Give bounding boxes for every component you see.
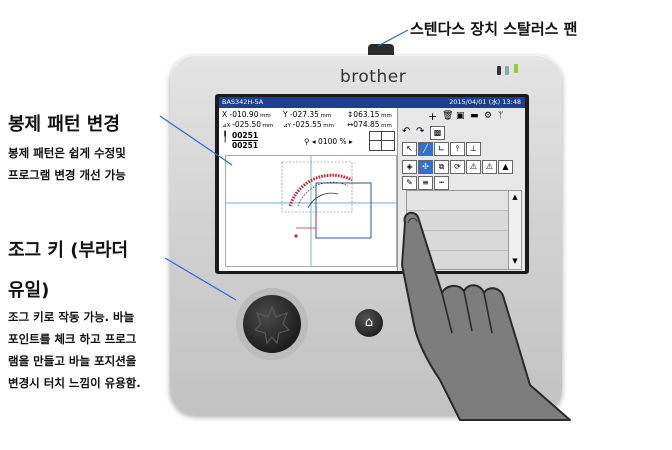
- tool-rotate-button[interactable]: ⟳: [450, 160, 465, 174]
- coord-y: Y -027.35 mm: [283, 110, 332, 119]
- home-button[interactable]: ⌂: [355, 309, 383, 337]
- tool-offset-button[interactable]: ⚠: [482, 160, 497, 174]
- needle-icon: ╿: [222, 132, 229, 143]
- stylus-callout-title: 스텐다스 장치 스탈러스 팬: [410, 20, 578, 38]
- tool-copy-button[interactable]: ⧉: [434, 160, 449, 174]
- home-icon: ⌂: [364, 315, 374, 330]
- jog-callout-desc-1: 조그 키로 작동 가능. 바늘: [8, 310, 135, 324]
- coord-dy: ⊿Y -025.55 mm: [283, 120, 334, 129]
- tool-shift-button[interactable]: ▲: [498, 160, 513, 174]
- list-item[interactable]: [407, 211, 508, 231]
- add-icon[interactable]: +: [428, 110, 438, 123]
- scale-control[interactable]: ⚲ ◂ 0100 % ▸: [304, 137, 353, 146]
- tools-icon[interactable]: ᛘ: [498, 111, 504, 121]
- image-icon[interactable]: ▩: [430, 126, 445, 140]
- tool-dash-button[interactable]: ┅: [434, 176, 449, 190]
- status-lamp: [505, 66, 509, 75]
- pattern-length: ↔074.85 mm: [347, 120, 392, 129]
- zoom-icon: ⚲: [304, 137, 310, 146]
- scrollbar[interactable]: ▲ ▼: [508, 190, 522, 270]
- jog-callout-title-2: 유일): [8, 280, 50, 301]
- pattern-callout-desc-2: 프로그램 변경 개선 가능: [8, 168, 126, 182]
- jog-callout-desc-3: 램을 만들고 바늘 포지션을: [8, 354, 137, 368]
- tool-line-button[interactable]: ╱: [418, 142, 433, 156]
- tool-mirror-button[interactable]: ⚠: [466, 160, 481, 174]
- settings-icon[interactable]: ⚙: [484, 111, 493, 121]
- redo-icon[interactable]: ↷: [416, 126, 425, 137]
- datetime: 2015/04/01 (水) 13:48: [449, 98, 521, 106]
- tool-list-button[interactable]: ≡: [418, 176, 433, 190]
- pattern-callout-desc-1: 봉제 패턴은 쉽게 수정및: [8, 146, 126, 160]
- tool-needle-button[interactable]: ⊥: [466, 142, 481, 156]
- save-icon[interactable]: ▣: [456, 111, 465, 121]
- coord-x: X -010.90 mm: [222, 110, 271, 119]
- model-name: BAS342H-5A: [222, 98, 264, 106]
- view-grid-button[interactable]: [369, 131, 395, 151]
- status-lamp: [514, 64, 518, 73]
- brand-logo: brother: [340, 67, 407, 87]
- tool-stitch-button[interactable]: ⫯: [450, 142, 465, 156]
- jog-callout-desc-2: 포인트를 체크 하고 프로그: [8, 332, 137, 346]
- screen-titlebar: BAS342H-5A 2015/04/01 (水) 13:48: [219, 97, 525, 108]
- pattern-callout-title: 봉제 패턴 변경: [8, 114, 120, 135]
- program-number[interactable]: 00251: [232, 141, 259, 150]
- pattern-canvas[interactable]: [225, 155, 397, 267]
- jog-emboss-icon: [253, 305, 291, 345]
- delete-icon[interactable]: 🗑: [442, 111, 454, 121]
- touch-screen[interactable]: BAS342H-5A 2015/04/01 (水) 13:48 X -010.9…: [219, 97, 525, 271]
- menu-icon[interactable]: ▬: [470, 111, 479, 121]
- jog-callout-title: 조그 키 (부라더: [8, 240, 129, 261]
- tool-erase-button[interactable]: ◈: [402, 160, 417, 174]
- tool-edit-button[interactable]: ✎: [402, 176, 417, 190]
- scroll-up-icon[interactable]: ▲: [512, 193, 518, 201]
- jog-callout-desc-4: 변경시 터치 느낌이 유용함.: [8, 376, 141, 390]
- tool-move-button[interactable]: ✣: [418, 160, 433, 174]
- scroll-down-icon[interactable]: ▼: [512, 257, 518, 265]
- coord-dx: ⊿X -025.50 mm: [222, 120, 274, 129]
- pattern-width: ↕063.15 mm: [347, 110, 392, 119]
- tool-corner-button[interactable]: ∟: [434, 142, 449, 156]
- list-item[interactable]: [407, 231, 508, 251]
- status-lamp: [497, 66, 501, 75]
- tool-point-button[interactable]: ↖: [402, 142, 417, 156]
- program-number[interactable]: 00251: [232, 131, 259, 141]
- pattern-drawing: [226, 156, 396, 266]
- jog-key[interactable]: [243, 295, 301, 353]
- undo-icon[interactable]: ↶: [402, 126, 411, 137]
- hand-illustration: [401, 211, 571, 421]
- list-item[interactable]: [407, 191, 508, 211]
